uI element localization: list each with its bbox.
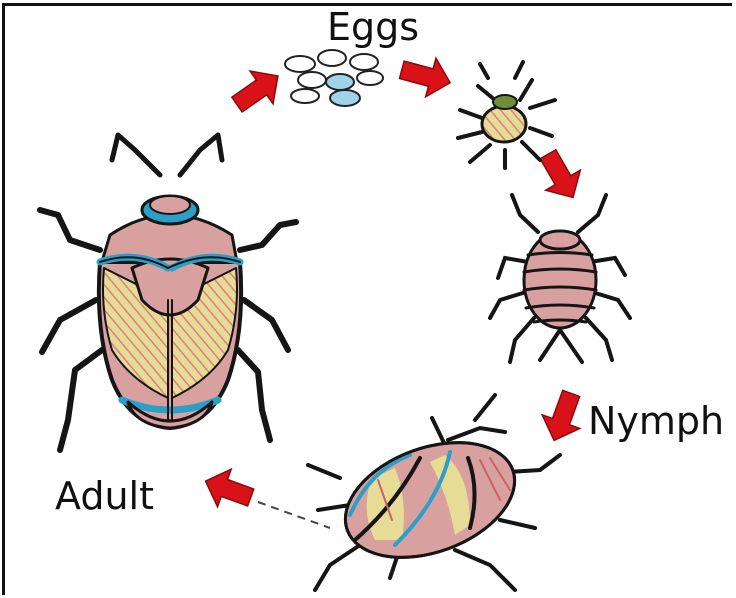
arrow-nymph1-to-nymph2 [531, 144, 591, 207]
arrow-adult-to-eggs [226, 60, 290, 121]
adult-label: Adult [55, 477, 154, 515]
arrow-nymph2-to-nymph3 [535, 387, 590, 448]
small-nymph-icon [458, 62, 555, 168]
adult-bug-icon [40, 135, 296, 450]
eggs-label: Eggs [327, 8, 419, 46]
medium-nymph-icon [490, 195, 630, 362]
large-nymph-icon [308, 395, 560, 590]
nymph-label: Nymph [588, 402, 724, 440]
arrow-eggs-to-nymph1 [397, 50, 456, 102]
arrow-nymph3-to-adult [199, 462, 258, 516]
eggs-icon [285, 50, 383, 106]
